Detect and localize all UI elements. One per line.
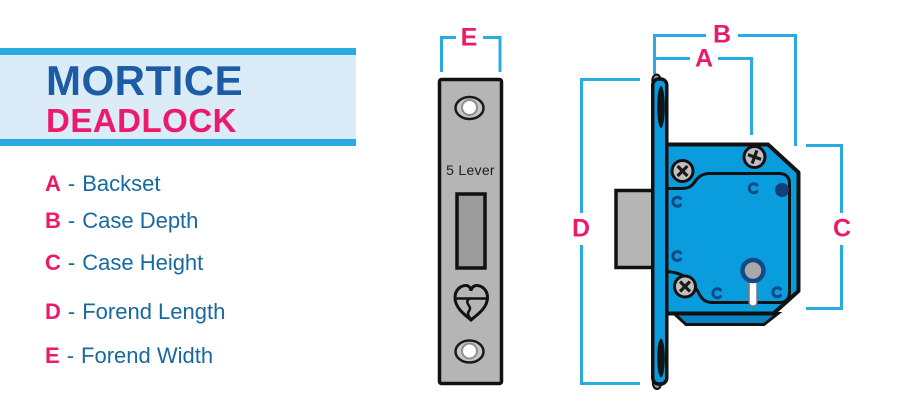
legend-separator: - [67, 299, 76, 324]
dimension-label-e: E [460, 23, 478, 52]
faceplate-engraving: 5 Lever [446, 162, 495, 178]
legend-label: Case Depth [82, 208, 199, 233]
dimension-line-D [580, 78, 640, 385]
screw-icon [742, 145, 767, 169]
dimension-line-B [653, 34, 797, 146]
legend-item-backset: A-Backset [45, 171, 160, 197]
dimension-lines [440, 34, 843, 385]
dimension-line-E [440, 36, 502, 72]
legend-item-forend-length: D-Forend Length [45, 299, 225, 325]
legend-label: Forend Width [81, 343, 214, 368]
legend-separator: - [67, 208, 76, 233]
legend-item-case-height: C-Case Height [45, 250, 203, 276]
legend-letter: A [45, 171, 61, 196]
lock-case-side-view [614, 73, 801, 390]
title-banner: MORTICE DEADLOCK [0, 48, 356, 146]
legend-item-forend-width: E-Forend Width [45, 343, 213, 369]
legend-letter: C [45, 250, 61, 275]
dimension-label-b: B [712, 20, 732, 49]
forend-front-view [437, 77, 504, 386]
kitemark-heart-icon [453, 283, 490, 323]
legend-label: Case Height [82, 250, 204, 275]
legend-letter: D [45, 299, 61, 324]
legend-item-case-depth: B-Case Depth [45, 208, 198, 234]
legend-label: Backset [82, 171, 161, 196]
keyhole-icon [740, 257, 766, 307]
screw-hole-bottom-icon [454, 339, 485, 364]
forend-side-profile [651, 73, 669, 390]
case-hole [775, 183, 789, 197]
page-title: MORTICE [46, 57, 244, 104]
screw-hole-top-icon [454, 95, 485, 121]
page-subtitle: DEADLOCK [46, 102, 237, 139]
legend-letter: E [45, 343, 60, 368]
rivet-holes [671, 182, 782, 300]
legend-separator: - [66, 343, 75, 368]
screw-icon [670, 159, 695, 183]
dimension-label-d: D [571, 214, 591, 243]
dimension-label-c: C [832, 214, 852, 243]
screw-icon [673, 274, 697, 299]
case-inner-panel [663, 172, 791, 304]
dimension-line-A [656, 57, 753, 135]
legend-separator: - [67, 171, 76, 196]
legend-separator: - [67, 250, 76, 275]
bolt-cutout [455, 192, 487, 270]
dimension-label-a: A [694, 44, 714, 73]
legend-letter: B [45, 208, 61, 233]
legend-label: Forend Length [82, 299, 226, 324]
dimension-line-C [806, 144, 843, 310]
